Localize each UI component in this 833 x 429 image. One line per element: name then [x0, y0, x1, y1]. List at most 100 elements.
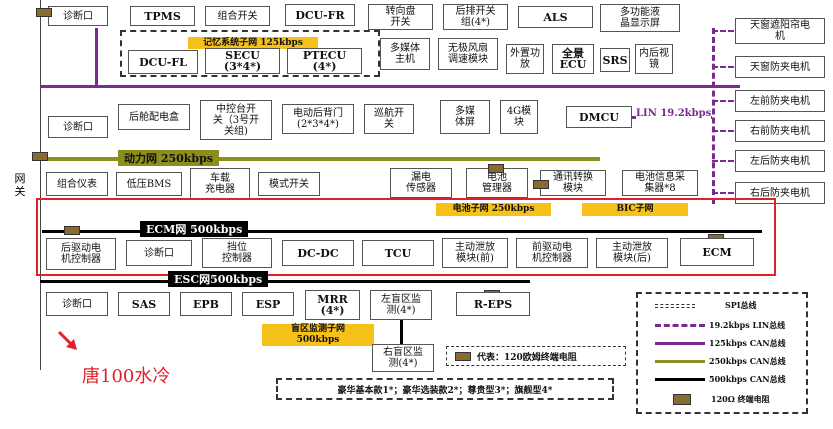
body-diag-port: 诊断口 [48, 116, 108, 138]
lin-stub [712, 130, 734, 132]
amp-node: 外置功 放 [506, 44, 544, 74]
legend-500k-label: 500kbps CAN总线 [709, 374, 786, 384]
terminal-resistor [455, 351, 471, 361]
ecm-diag-port: 诊断口 [126, 240, 192, 266]
lin-stub [712, 100, 734, 102]
sunroof-motor-node: 天窗防夹电机 [735, 56, 825, 78]
memory-subnet-label: 记忆系统子网 125kbps [188, 37, 318, 49]
spi-swatch [655, 303, 695, 308]
legend-250k-label: 250kbps CAN总线 [709, 356, 786, 366]
caption-label: 唐100水冷 [82, 366, 171, 387]
console-switch-node: 中控台开 关（3号开 关组) [200, 100, 272, 140]
can-125k-bus-line [40, 85, 740, 88]
lin-bus-line [712, 28, 715, 204]
lin-stub [712, 66, 734, 68]
tpms-node: TPMS [130, 6, 195, 26]
sas-node: SAS [118, 292, 170, 316]
legend-lin-label: 19.2kbps LIN总线 [709, 320, 786, 330]
dcdc-node: DC-DC [282, 240, 354, 266]
top-diag-port: 诊断口 [48, 6, 108, 26]
terminal-note-box: 代表：120欧姆终端电阻 [446, 346, 626, 366]
legend-terminal-label: 120Ω 终端电阻 [711, 394, 770, 404]
blind-subnet-link [400, 320, 403, 346]
power-bus-label: 动力网 250kbps [118, 150, 219, 166]
obc-node: 车载 充电器 [190, 168, 250, 200]
can500-swatch [655, 378, 705, 381]
tcu-node: TCU [362, 240, 434, 266]
mm-screen-node: 多媒 体屏 [440, 100, 490, 134]
ecm-highlight-frame [36, 198, 776, 276]
mode-switch-node: 模式开关 [258, 172, 320, 196]
power-bus-line [40, 157, 600, 161]
legend-500k: 500kbps CAN总线 [655, 374, 786, 385]
terminal-resistor [64, 226, 80, 235]
right-blind-node: 右盲区监 测(4*) [372, 344, 434, 372]
ecm-node: ECM [680, 238, 754, 266]
lf-window-motor-node: 左前防夹电机 [735, 90, 825, 112]
left-blind-node: 左盲区监 测(4*) [370, 290, 432, 320]
legend-spi-label: SPI总线 [725, 300, 757, 310]
gear-ctrl-node: 挡位 控制器 [202, 238, 272, 268]
terminal-note: 代表：120欧姆终端电阻 [477, 352, 577, 363]
terminal-resistor [533, 180, 549, 189]
rear-switch-node: 后排开关 组(4*) [443, 4, 508, 30]
fan-module-node: 无极风扇 调速模块 [438, 38, 498, 70]
mrr-node: MRR (4*) [305, 290, 360, 320]
legend-250k: 250kbps CAN总线 [655, 356, 786, 367]
rear-fusebox-node: 后舱配电盒 [118, 104, 190, 130]
sunshade-motor-node: 天窗遮阳帘电 机 [735, 18, 825, 44]
als-node: ALS [518, 6, 593, 28]
terminal-resistor [488, 164, 504, 173]
lr-window-motor-node: 左后防夹电机 [735, 150, 825, 172]
mirror-node: 内后视 镜 [635, 44, 673, 74]
trim-note-box: 豪华基本款1*；豪华选装款2*；尊贵型3*；旗舰型4* [276, 378, 614, 400]
terminal-resistor [36, 8, 52, 17]
legend-125k-label: 125kbps CAN总线 [709, 338, 786, 348]
gateway-label: 网关 [14, 172, 26, 198]
front-motor-ctrl-node: 前驱动电 机控制器 [516, 238, 588, 268]
bms-node: 电池 管理器 [466, 168, 528, 198]
leak-sensor-node: 漏电 传感器 [390, 168, 452, 198]
ecm-bus-line [42, 230, 762, 233]
can125-swatch [655, 342, 705, 345]
lv-bms-node: 低压BMS [116, 172, 182, 196]
legend-125k: 125kbps CAN总线 [655, 338, 786, 349]
combo-switch-node: 组合开关 [205, 6, 270, 26]
srs-node: SRS [600, 48, 630, 72]
dcu-fl-node: DCU-FL [128, 50, 198, 74]
ecm-bus-label: ECM网 500kbps [140, 221, 249, 237]
legend-box [636, 292, 808, 414]
power-tailgate-node: 电动后背门 (2*3*4*) [282, 104, 354, 134]
steering-switch-node: 转向盘 开关 [368, 4, 433, 30]
memory-subnet-region [120, 30, 380, 77]
terminal-swatch [673, 394, 691, 405]
legend-terminal: 120Ω 终端电阻 [655, 394, 770, 405]
mm-host-node: 多媒体 主机 [380, 38, 430, 70]
comm-converter-node: 通讯转换 模块 [540, 170, 606, 196]
ptecu-node: PTECU (4*) [287, 48, 362, 74]
gateway-block: 网关 [0, 0, 41, 370]
cluster-node: 组合仪表 [46, 172, 108, 196]
panorama-ecu-node: 全景 ECU [552, 44, 594, 74]
secu-node: SECU (3*4*) [205, 48, 280, 74]
r-eps-node: R-EPS [456, 292, 530, 316]
legend-lin: 19.2kbps LIN总线 [655, 320, 785, 331]
rf-window-motor-node: 右前防夹电机 [735, 120, 825, 142]
battery-subnet-label: 电池子网 250kbps [436, 203, 551, 216]
lin-stub [712, 30, 734, 32]
trim-note: 豪华基本款1*；豪华选装款2*；尊贵型3*；旗舰型4* [337, 385, 553, 396]
red-arrow-icon [57, 330, 77, 350]
lin-stub [712, 192, 734, 194]
cell-collector-node: 电池信息采 集器*8 [622, 170, 698, 196]
esc-bus-line [40, 280, 530, 283]
esc-diag-port: 诊断口 [46, 292, 108, 316]
cruise-switch-node: 巡航开 关 [364, 104, 414, 134]
lin-swatch [655, 324, 705, 327]
can250-swatch [655, 360, 705, 363]
dcu-fr-node: DCU-FR [285, 4, 355, 26]
esc-bus-label: ESC网500kbps [168, 271, 269, 287]
mfd-node: 多功能液 晶显示屏 [600, 4, 680, 32]
blind-subnet-label: 盲区监测子网 500kbps [262, 324, 374, 346]
esp-node: ESP [242, 292, 294, 316]
